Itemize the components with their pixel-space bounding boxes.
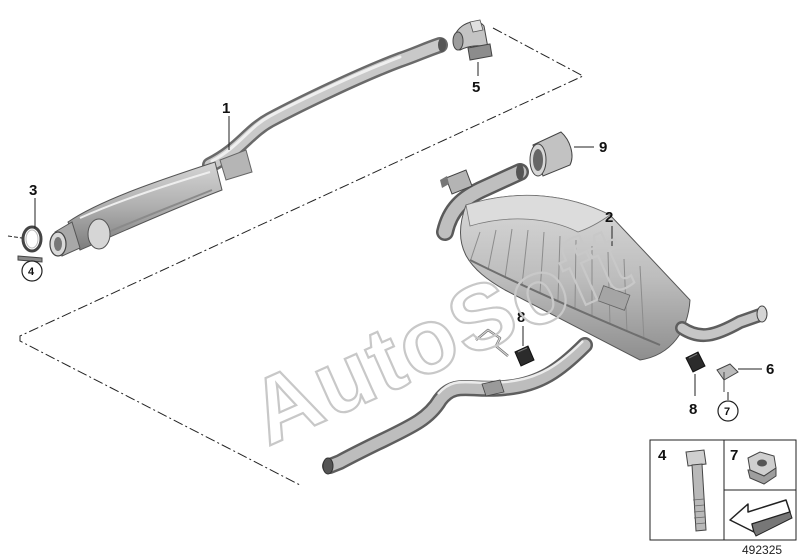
clamp-upper [452, 19, 493, 61]
hanger-bracket [475, 328, 509, 357]
diagram-id: 492325 [742, 543, 782, 557]
legend-nut-number: 7 [730, 447, 738, 464]
rear-silencer [322, 163, 768, 475]
callout-7: 7 [724, 406, 730, 418]
callout-2: 2 [605, 209, 613, 226]
watermark-text: AutoSoft [235, 207, 646, 465]
clamp-bolt [17, 255, 43, 263]
callout-6: 6 [766, 361, 774, 378]
callout-7-circle: 7 [717, 400, 739, 422]
front-pipe-catalytic-converter [49, 37, 448, 257]
callout-8-lower: 8 [689, 401, 697, 418]
callout-5: 5 [472, 79, 480, 96]
assembly-boundary-line [19, 27, 585, 486]
rubber-mount-upper [514, 345, 535, 367]
legend-bolt-number: 4 [658, 447, 667, 464]
callout-9: 9 [599, 139, 607, 156]
fastener-legend: 4 7 [649, 439, 797, 541]
rubber-mount-lower [685, 351, 706, 373]
tail-pipe-trim [529, 131, 573, 177]
callout-4: 4 [28, 266, 35, 278]
arrow-icon [729, 499, 793, 537]
hex-bolt-icon [685, 449, 707, 532]
hex-nut-icon [747, 451, 777, 485]
callout-1: 1 [222, 100, 230, 117]
callout-3: 3 [29, 182, 37, 199]
callout-8-upper: 8 [517, 309, 525, 326]
callout-4-circle: 4 [21, 260, 43, 282]
leader-lines [34, 62, 762, 400]
clamp-ring [7, 225, 43, 253]
clip-bracket [716, 363, 739, 392]
